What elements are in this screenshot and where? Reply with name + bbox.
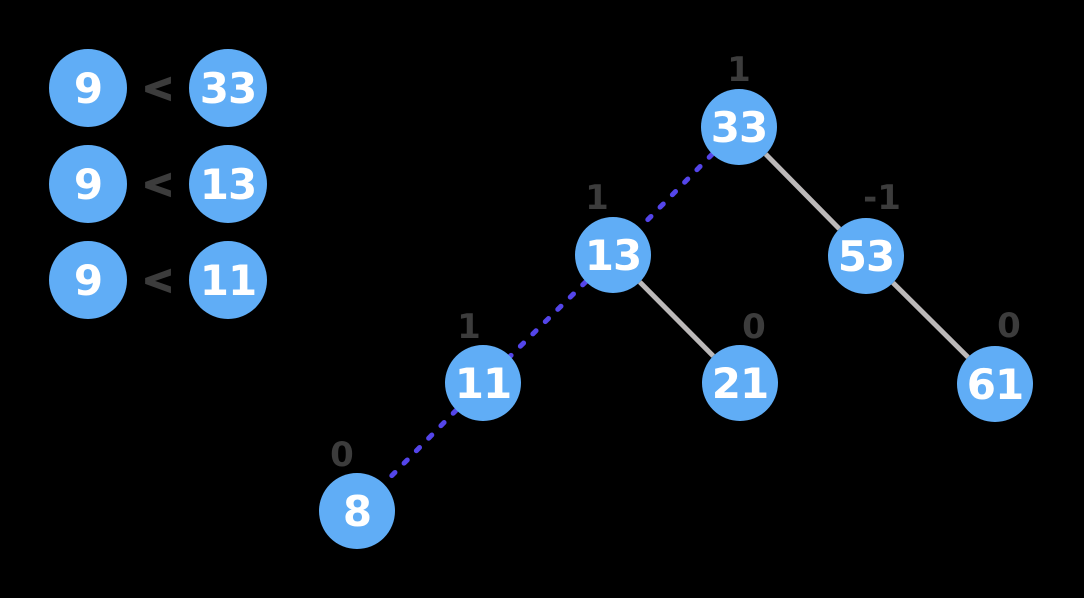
tree-node-circle	[445, 345, 521, 421]
comparison-tree-node: 33	[189, 49, 267, 127]
comparison-key-node: 9	[49, 241, 127, 319]
comparison-row: 9 < 11	[49, 241, 267, 319]
comparison-key-node: 9	[49, 145, 127, 223]
tree-edge-11-8	[381, 407, 459, 487]
less-than-icon: <	[141, 257, 175, 303]
comparison-tree-node: 11	[189, 241, 267, 319]
tree-node-circle	[828, 218, 904, 294]
comparison-key-node: 9	[49, 49, 127, 127]
tree-edge-13-11	[507, 279, 589, 359]
balance-factor-label: 1	[727, 50, 751, 90]
less-than-icon: <	[141, 161, 175, 207]
tree-node-value: 13	[585, 231, 641, 280]
tree-node-circle	[575, 217, 651, 293]
balance-factor-label: 1	[457, 307, 481, 347]
tree-node-value: 8	[343, 487, 371, 536]
tree-node-61: 610	[957, 306, 1033, 422]
tree-node-value: 21	[712, 359, 768, 408]
tree-node-8: 80	[319, 435, 395, 549]
tree-node-13: 131	[575, 178, 651, 293]
tree-node-21: 210	[702, 307, 778, 421]
balance-factor-label: -1	[863, 178, 901, 218]
comparison-tree-node: 13	[189, 145, 267, 223]
tree-node-33: 331	[701, 50, 777, 165]
tree-node-value: 53	[838, 232, 894, 281]
tree-node-circle	[701, 89, 777, 165]
tree-node-value: 11	[455, 359, 511, 408]
balance-factor-label: 0	[330, 435, 354, 475]
tree-node-circle	[702, 345, 778, 421]
balance-factor-label: 1	[585, 178, 609, 218]
tree-edge-33-13	[637, 151, 715, 231]
tree-node-value: 33	[711, 103, 767, 152]
tree-edge-13-21	[637, 280, 716, 358]
comparison-row: 9 < 33	[49, 49, 267, 127]
balance-factor-label: 0	[997, 306, 1021, 346]
tree-node-value: 61	[967, 360, 1023, 409]
balance-factor-label: 0	[742, 307, 766, 347]
comparison-row: 9 < 13	[49, 145, 267, 223]
tree-node-53: 53-1	[828, 178, 904, 294]
tree-node-circle	[957, 346, 1033, 422]
tree-node-11: 111	[445, 307, 521, 421]
tree-node-circle	[319, 473, 395, 549]
tree-edge-53-61	[891, 280, 970, 360]
less-than-icon: <	[141, 65, 175, 111]
tree-edge-33-53	[763, 152, 842, 231]
